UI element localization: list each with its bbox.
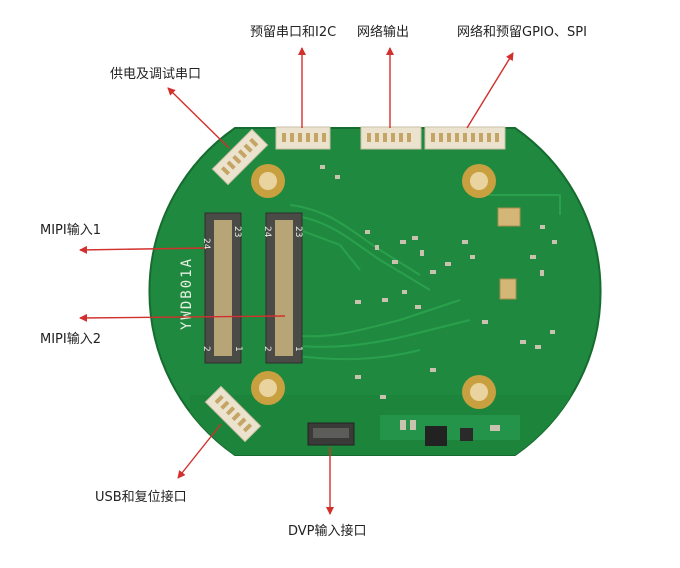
label-dvp-in: DVP输入接口: [288, 524, 367, 539]
fpc1-pin-23: 23: [232, 226, 242, 237]
label-network-out: 网络输出: [357, 25, 410, 40]
fpc2-pin-2: 2: [262, 346, 272, 352]
fpc2-pin-1: 1: [293, 346, 303, 352]
smd-components: [320, 165, 557, 431]
label-network-gpio-spi: 网络和预留GPIO、SPI: [457, 25, 587, 40]
fpc-pin-labels: 24 23 2 1 24 23 2 1: [201, 226, 303, 352]
connector-network-gpio-spi: [424, 126, 506, 150]
mounting-hole-tr: [462, 164, 496, 198]
board-silkscreen: YWDB01A: [179, 257, 195, 330]
connector-power-debug: [211, 128, 269, 186]
fpc1-pin-24: 24: [201, 238, 211, 250]
label-mipi-in-2: MIPI输入2: [40, 332, 101, 347]
arrow-power-debug: [167, 87, 230, 149]
label-power-debug-uart: 供电及调试串口: [110, 67, 202, 82]
label-reserved-uart-i2c: 预留串口和I2C: [250, 25, 337, 40]
callout-arrows: [79, 47, 514, 515]
resonator: [497, 207, 521, 300]
connector-network-out: [360, 126, 422, 150]
arrow-network-gpio-spi: [466, 52, 514, 129]
connector-dvp: [307, 422, 355, 446]
connector-usb-reset: [204, 385, 262, 443]
mounting-hole-tl: [251, 164, 285, 198]
fpc-connector-mipi-2: [265, 212, 303, 364]
fpc2-pin-24: 24: [262, 226, 272, 238]
mounting-hole-bl: [251, 371, 285, 405]
pcb-traces: [190, 194, 580, 455]
ic-chip-main: [425, 426, 447, 446]
fpc-connector-mipi-1: [204, 212, 242, 364]
ic-chip-small: [460, 428, 473, 441]
fpc1-pin-1: 1: [233, 346, 243, 352]
label-usb-reset: USB和复位接口: [95, 490, 187, 505]
arrow-mipi-1: [79, 245, 206, 254]
arrow-usb-reset: [177, 423, 222, 479]
arrow-mipi-2: [79, 313, 286, 322]
mounting-hole-br: [462, 375, 496, 409]
label-mipi-in-1: MIPI输入1: [40, 223, 101, 238]
fpc2-pin-23: 23: [293, 226, 303, 237]
fpc1-pin-2: 2: [201, 346, 211, 352]
connector-reserved-uart-i2c: [275, 126, 331, 150]
